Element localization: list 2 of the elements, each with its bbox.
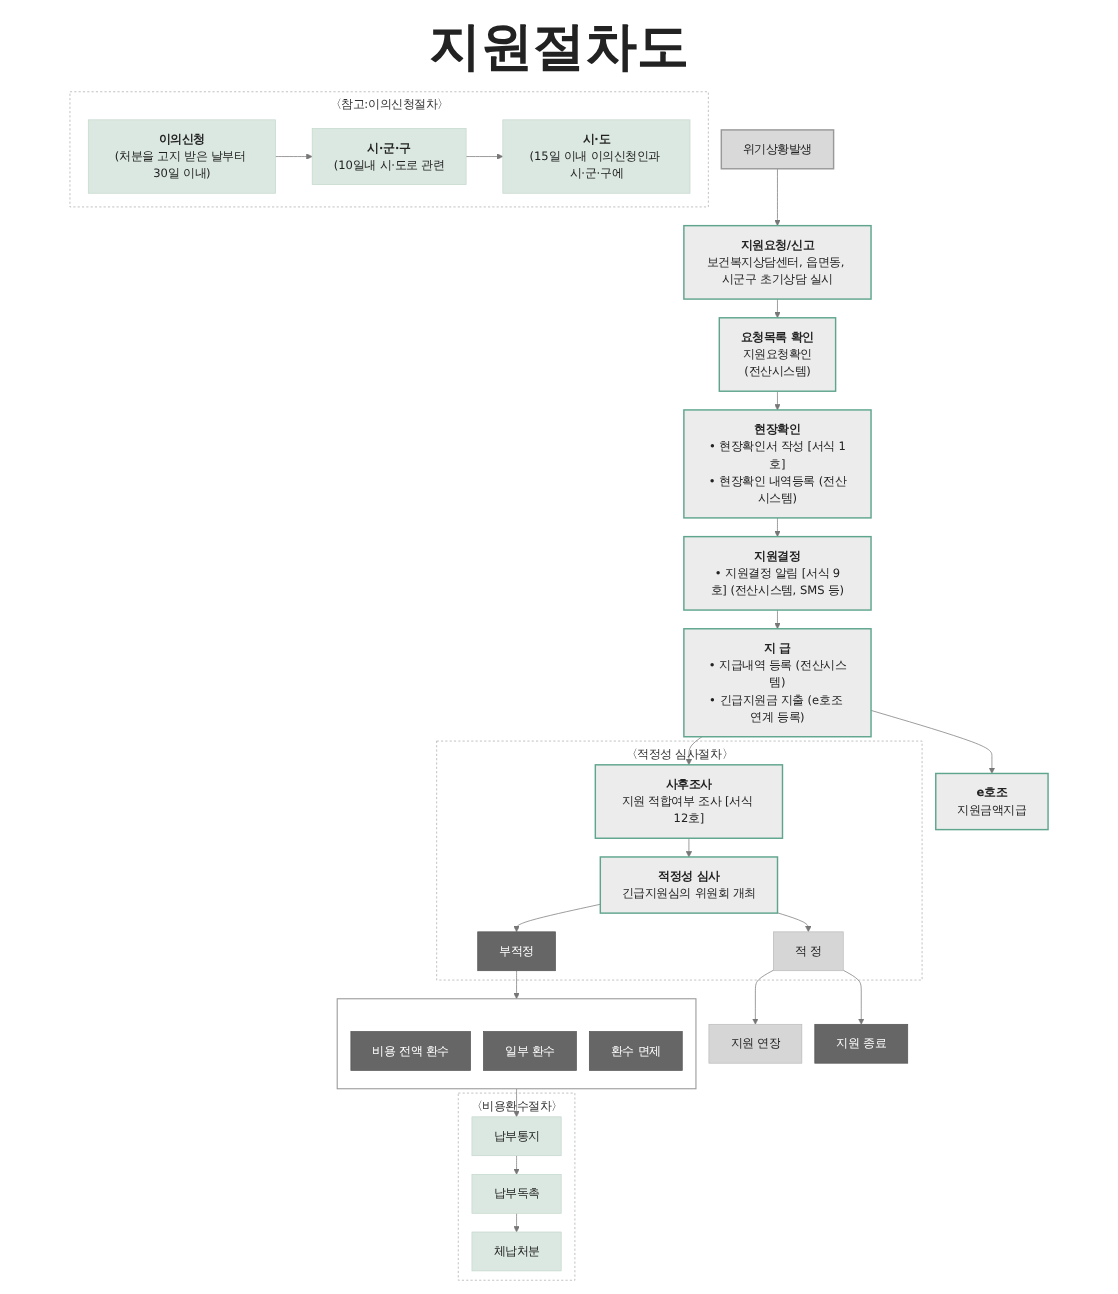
diagram-title: 지원절차도 bbox=[427, 16, 691, 82]
cluster bbox=[336, 998, 697, 1090]
